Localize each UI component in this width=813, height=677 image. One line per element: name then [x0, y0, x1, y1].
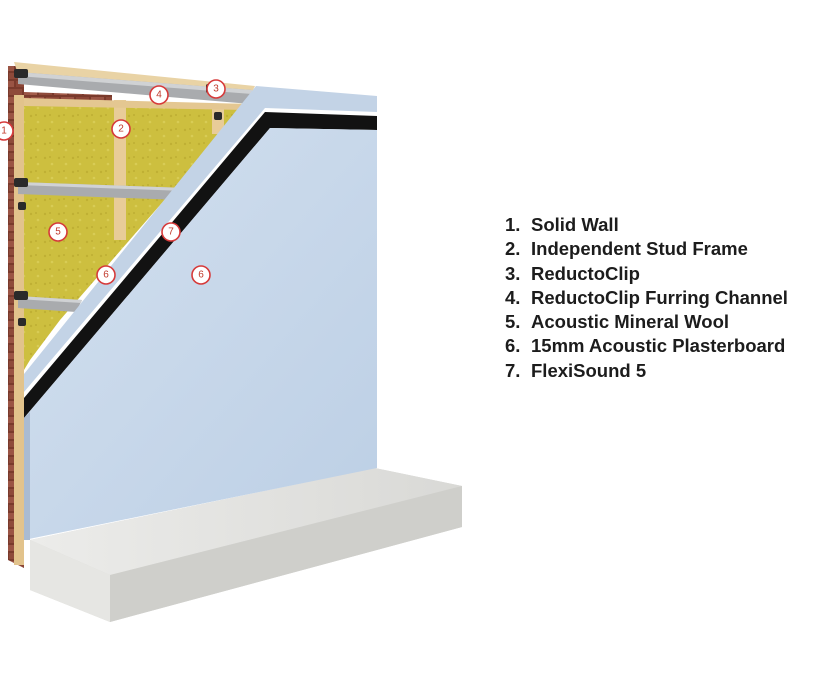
svg-text:5: 5 — [55, 227, 61, 238]
legend-item: 3. ReductoClip — [505, 262, 788, 286]
legend-item-label: Solid Wall — [531, 214, 619, 235]
svg-text:6: 6 — [103, 270, 109, 281]
marker-2: 2 — [111, 119, 131, 139]
legend-item-number: 2. — [505, 238, 521, 260]
legend-item-number: 4. — [505, 286, 521, 308]
timber-rail — [24, 98, 250, 110]
legend-item-label: 15mm Acoustic Plasterboard — [531, 335, 786, 357]
marker-1: 1 — [0, 121, 14, 141]
legend-item: 7. FlexiSound 5 — [505, 359, 788, 383]
svg-text:1: 1 — [1, 126, 7, 137]
legend-item: 6. 15mm Acoustic Plasterboard — [505, 334, 788, 358]
legend-item: 4. ReductoClip Furring Channel — [505, 286, 788, 310]
svg-text:3: 3 — [213, 84, 219, 95]
svg-text:6: 6 — [198, 270, 204, 281]
marker-7: 7 — [161, 222, 181, 242]
legend-item: 1. Solid Wall — [505, 213, 788, 237]
marker-3: 3 — [206, 79, 226, 99]
legend-item-number: 7. — [505, 359, 521, 381]
legend-item-label: FlexiSound 5 — [531, 359, 647, 381]
marker-4: 4 — [149, 85, 169, 105]
timber-stud — [14, 95, 24, 565]
legend-item-number: 3. — [505, 262, 521, 284]
legend-item-label: ReductoClip — [531, 262, 640, 284]
legend-item-label: ReductoClip Furring Channel — [531, 286, 788, 308]
component-legend: 1. Solid Wall 2. Independent Stud Frame 3.… — [505, 213, 788, 383]
legend-item-number: 1. — [505, 214, 521, 235]
svg-text:2: 2 — [118, 124, 124, 135]
plasterboard-edge — [24, 412, 30, 540]
legend-item: 2. Independent Stud Frame — [505, 237, 788, 261]
svg-text:7: 7 — [168, 227, 174, 238]
marker-6-right: 6 — [191, 265, 211, 285]
legend-item: 5. Acoustic Mineral Wool — [505, 310, 788, 334]
plasterboard-layer-2 — [24, 128, 377, 540]
concrete-floor-slab — [30, 468, 462, 622]
legend-item-label: Independent Stud Frame — [531, 238, 748, 260]
legend-item-label: Acoustic Mineral Wool — [531, 311, 730, 333]
svg-text:4: 4 — [156, 90, 162, 101]
marker-6-left: 6 — [96, 265, 116, 285]
marker-5: 5 — [48, 222, 68, 242]
legend-item-number: 6. — [505, 335, 521, 357]
legend-item-number: 5. — [505, 311, 521, 333]
reductoclip-furring-channels — [18, 72, 252, 312]
